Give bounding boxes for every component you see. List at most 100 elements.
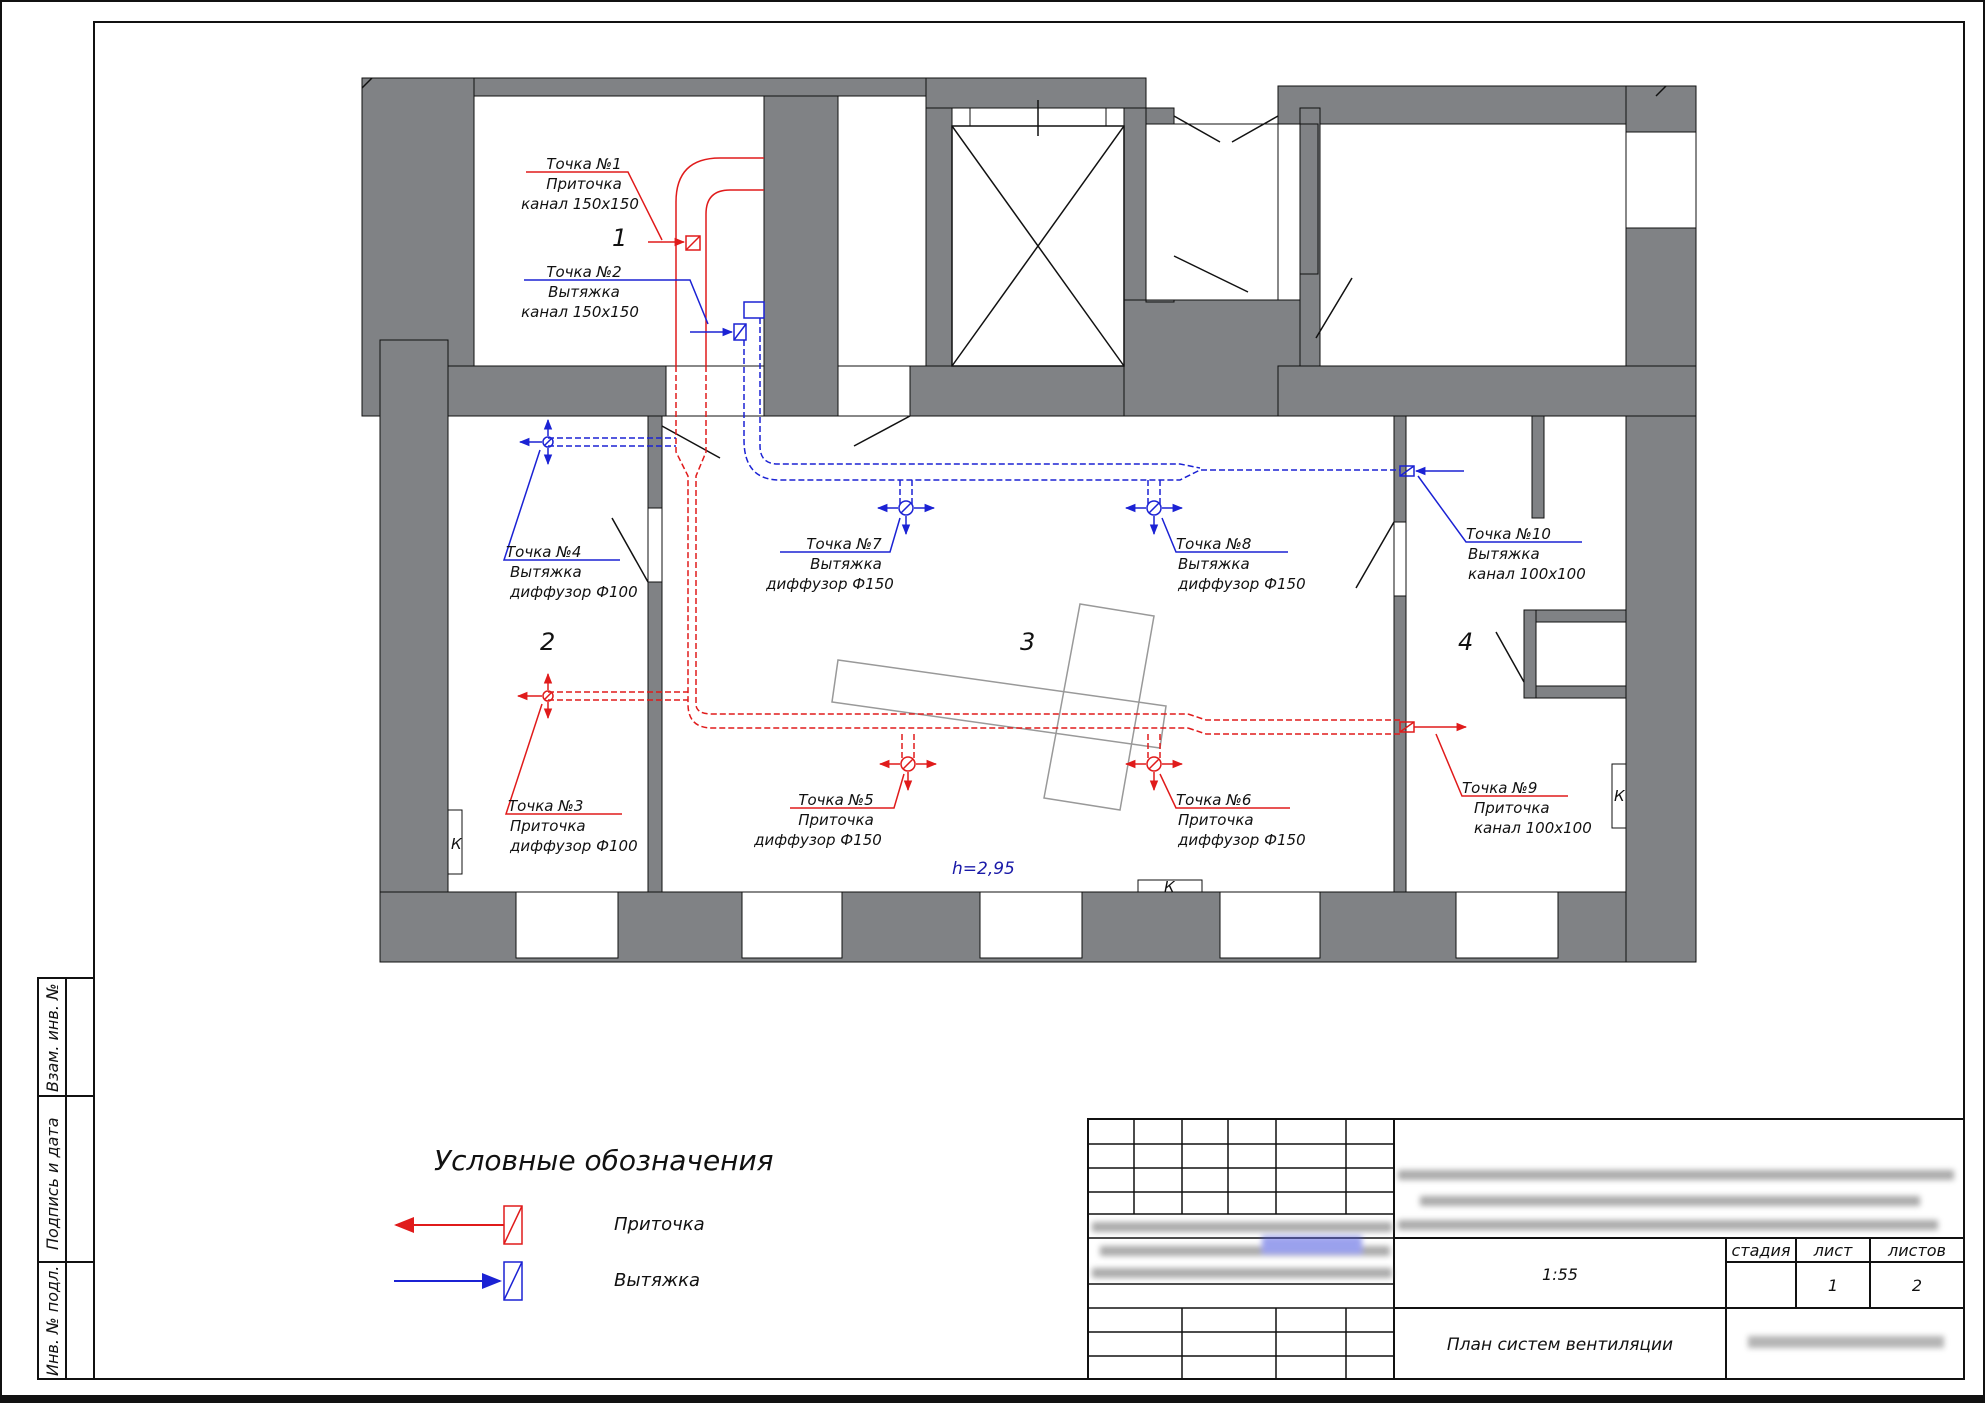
exhaust-ductwork — [502, 279, 1582, 561]
wall-stair-west — [763, 95, 839, 417]
side-vzam: Взам. инв. № — [43, 983, 62, 1092]
window-1 — [515, 891, 619, 959]
leader-p8 — [1161, 517, 1288, 553]
supply-grille-p1-diag — [685, 235, 701, 251]
wall-room1-south — [447, 365, 667, 417]
room4-stub-mid — [1523, 609, 1627, 623]
label-p7: Точка №7 Вытяжка диффузор Ф150 — [765, 535, 894, 593]
room4-stub-v — [1523, 609, 1537, 699]
window-2 — [741, 891, 843, 959]
p3-title: Точка №3 — [508, 797, 583, 815]
label-p1: Точка №1 Приточка канал 150х150 — [521, 155, 639, 213]
label-p4: Точка №4 Вытяжка диффузор Ф100 — [506, 543, 638, 601]
redacted-names-1 — [1092, 1222, 1392, 1232]
exhaust-grille-p2 — [733, 323, 747, 341]
supply-main-to-room4 — [1187, 713, 1400, 735]
p8-title: Точка №8 — [1176, 535, 1251, 553]
redacted-org — [1748, 1336, 1944, 1348]
redacted-areas — [1092, 1170, 1954, 1348]
window-4 — [1219, 891, 1321, 959]
redacted-project-line-2 — [1420, 1196, 1920, 1206]
break-line-right-top — [1655, 85, 1667, 97]
redacted-names-3 — [1092, 1268, 1392, 1278]
side-inv-podl: Инв. № подл. — [43, 1266, 62, 1376]
closet-interior — [837, 95, 927, 367]
point-labels: Точка №1 Приточка канал 150х150 Точка №2… — [506, 155, 1592, 855]
room-number-1: 1 — [612, 224, 627, 252]
door-swing-8 — [1173, 255, 1249, 293]
exhaust-diffuser-p4-slash — [544, 438, 552, 446]
wall-stair-bottom — [909, 365, 1147, 417]
p8-spec: диффузор Ф150 — [1177, 575, 1306, 593]
partition-2-3-lower — [647, 581, 663, 893]
exhaust-riser-outer — [743, 340, 1400, 481]
leader-p1 — [526, 171, 663, 241]
wall-east — [1625, 85, 1697, 963]
window-5 — [1455, 891, 1559, 959]
room-interiors — [447, 95, 1627, 893]
partition-3-4-lower — [1393, 595, 1407, 893]
partition-2-3-upper — [647, 415, 663, 509]
legend-title: Условные обозначения — [434, 1144, 774, 1177]
supply-branch-p5 — [901, 734, 915, 760]
p6-spec: диффузор Ф150 — [1177, 831, 1306, 849]
leader-p7 — [780, 517, 901, 553]
p10-title: Точка №10 — [1466, 525, 1551, 543]
stair-interior — [951, 107, 1125, 367]
exhaust-riser-a — [743, 301, 765, 319]
windows — [515, 107, 1697, 959]
room-number-4: 4 — [1458, 628, 1473, 656]
p1-spec: канал 150х150 — [521, 195, 639, 213]
legend: Условные обозначения Приточка Вытяжка — [394, 1144, 774, 1301]
exhaust-branch-room2 — [548, 437, 676, 447]
partitions — [647, 415, 1627, 893]
title-block-frame — [1087, 1118, 1965, 1380]
p2-type: Вытяжка — [548, 283, 620, 301]
label-p5: Точка №5 Приточка диффузор Ф150 — [753, 791, 882, 849]
p5-type: Приточка — [798, 811, 874, 829]
exhaust-grille-p10 — [1399, 465, 1415, 477]
room4-stub-top — [1531, 415, 1545, 519]
window-east — [1625, 131, 1697, 229]
exhaust-diffuser-p8 — [1146, 500, 1162, 516]
p2-title: Точка №2 — [546, 263, 621, 281]
p4-type: Вытяжка — [510, 563, 582, 581]
radiators: К К К — [447, 763, 1627, 896]
tb-scale: 1:55 — [1542, 1265, 1578, 1284]
side-podpis: Подпись и дата — [43, 1117, 62, 1250]
label-p8: Точка №8 Вытяжка диффузор Ф150 — [1176, 535, 1306, 593]
p9-title: Точка №9 — [1462, 779, 1537, 797]
room-2-interior — [447, 415, 649, 893]
p9-spec: канал 100х100 — [1474, 819, 1592, 837]
tb-stage-label: стадия — [1731, 1241, 1790, 1260]
tb-sheets-label: листов — [1887, 1241, 1946, 1260]
p6-type: Приточка — [1178, 811, 1254, 829]
p2-spec: канал 150х150 — [521, 303, 639, 321]
tb-sheet-no: 1 — [1828, 1276, 1838, 1295]
vestibule-interior — [1145, 123, 1279, 301]
p8-type: Вытяжка — [1178, 555, 1250, 573]
wall-between-1-stair — [925, 77, 953, 417]
room-numbers: 1 2 3 4 h=2,95 — [540, 224, 1473, 879]
exhaust-grille-p2-diag — [733, 323, 747, 341]
wall-room4-north — [1277, 365, 1697, 417]
sheet-inner-frame — [93, 21, 1965, 1380]
door-swing-2 — [611, 517, 649, 583]
label-p9: Точка №9 Приточка канал 100х100 — [1462, 779, 1592, 837]
supply-diffuser-p3-slash — [544, 692, 552, 700]
p4-spec: диффузор Ф100 — [509, 583, 638, 601]
p7-spec: диффузор Ф150 — [765, 575, 894, 593]
redacted-signature — [1262, 1236, 1362, 1254]
redacted-project-line-3 — [1398, 1220, 1938, 1230]
supply-diffuser-p6-slash — [1148, 758, 1160, 770]
redacted-names-2 — [1100, 1246, 1390, 1256]
supply-grille-p1 — [685, 235, 701, 251]
door-swing-4 — [1355, 521, 1395, 589]
p7-title: Точка №7 — [806, 535, 882, 553]
label-p6: Точка №6 Приточка диффузор Ф150 — [1176, 791, 1306, 849]
p4-title: Точка №4 — [506, 543, 581, 561]
wall-stair-top — [925, 77, 1147, 109]
p3-spec: диффузор Ф100 — [509, 837, 638, 855]
break-line-left-top — [361, 77, 373, 89]
